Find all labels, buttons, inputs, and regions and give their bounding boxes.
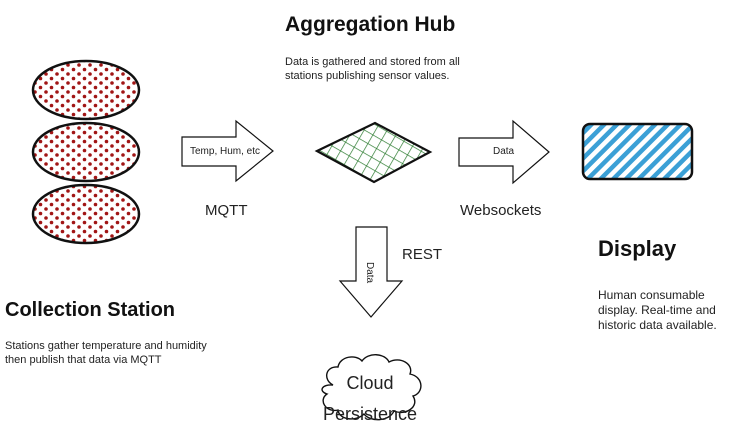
hub-diamond xyxy=(314,121,433,184)
display-desc-line-1: Human consumable xyxy=(598,288,705,302)
station-ellipse-1 xyxy=(31,59,141,121)
hub-title: Aggregation Hub xyxy=(285,13,456,36)
arrow-hub-to-cloud xyxy=(338,226,404,318)
protocol-mqtt: MQTT xyxy=(205,202,248,219)
display-desc-line-3: historic data available. xyxy=(598,318,717,332)
cloud-shape xyxy=(321,354,422,421)
display-desc-line-2: display. Real-time and xyxy=(598,303,716,317)
protocol-rest: REST xyxy=(402,246,443,263)
arrow-hub-to-display xyxy=(458,119,550,185)
display-rectangle xyxy=(581,122,694,181)
hub-desc-line-1: Data is gathered and stored from all xyxy=(285,56,460,68)
cloud-label-line-2: Persistence xyxy=(322,404,418,424)
display-title: Display xyxy=(598,236,677,261)
cloud-label: Cloud Persistence xyxy=(300,368,440,430)
hub-desc-line-2: stations publishing sensor values. xyxy=(285,70,450,82)
station-description: Stations gather temperature and humidity… xyxy=(5,339,207,367)
arrow-label-hub-to-cloud: Data xyxy=(364,262,375,284)
cloud-label-line-1: Cloud xyxy=(346,373,394,393)
station-ellipse-3 xyxy=(31,183,141,245)
arrow-label-station-to-hub: Temp, Hum, etc xyxy=(190,146,261,157)
station-desc-line-2: then publish that data via MQTT xyxy=(5,354,162,366)
display-description: Human consumable display. Real-time and … xyxy=(598,288,717,333)
arrow-station-to-hub xyxy=(181,119,274,183)
protocol-websockets: Websockets xyxy=(460,202,542,219)
hub-description: Data is gathered and stored from all sta… xyxy=(285,55,460,83)
station-desc-line-1: Stations gather temperature and humidity xyxy=(5,340,207,352)
station-ellipse-2 xyxy=(31,121,141,183)
arrow-label-hub-to-display: Data xyxy=(493,146,515,157)
station-title: Collection Station xyxy=(5,299,175,321)
